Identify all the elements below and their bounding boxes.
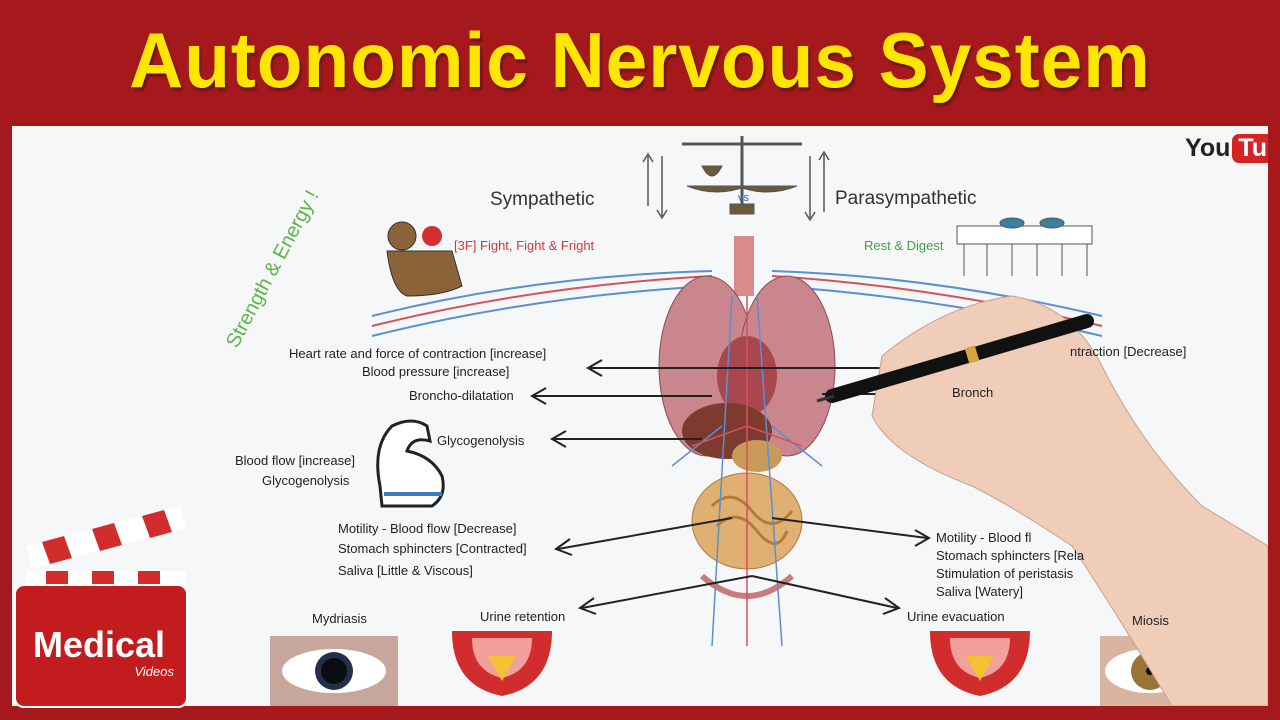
- dinner-table-icon: [956, 217, 1093, 276]
- logo-box: [14, 584, 188, 708]
- youtube-logo-tube: Tube: [1232, 134, 1268, 163]
- muscle-effect-left-2: Glycogenolysis: [262, 473, 350, 488]
- dilated-eye-image: [270, 636, 398, 706]
- gut-effect-right-1: Motility - Blood fl: [936, 530, 1032, 545]
- bronchi-effect-left: Broncho-dilatation: [409, 388, 514, 403]
- logo-sub-text: Videos: [134, 664, 174, 679]
- gut-effect-right-2: Stomach sphincters [Rela: [936, 548, 1085, 563]
- parasympathetic-label: Parasympathetic: [835, 188, 977, 209]
- gut-effect-left-3: Saliva [Little & Viscous]: [338, 563, 473, 578]
- bladder-effect-right: Urine evacuation: [907, 609, 1005, 624]
- eye-effect-left: Mydriasis: [312, 611, 367, 626]
- bronchi-effect-right: Bronch: [952, 385, 994, 400]
- heart-effect-left-2: Blood pressure [increase]: [362, 364, 510, 379]
- eye-effect-right: Miosis: [1132, 613, 1169, 628]
- page-title: Autonomic Nervous System: [129, 15, 1151, 104]
- gut-effect-left-2: Stomach sphincters [Contracted]: [338, 541, 527, 556]
- heart-effect-right: ntraction [Decrease]: [1070, 344, 1187, 359]
- heart-effect-left-1: Heart rate and force of contraction [inc…: [289, 346, 547, 361]
- bladder-effect-left: Urine retention: [480, 609, 566, 624]
- muscle-effect-left-1: Blood flow [increase]: [235, 453, 355, 468]
- diagram-board: You Tube Sympathetic [3F] Fight, Fight &…: [12, 126, 1268, 706]
- arrows-up-down-icon: [642, 150, 830, 222]
- gut-effect-left-1: Motility - Blood flow [Decrease]: [338, 521, 517, 536]
- logo-main-text: Medical: [32, 624, 166, 665]
- boxer-icon: [386, 221, 463, 297]
- balance-scale-icon: [682, 136, 802, 215]
- youtube-logo-you: You: [1185, 134, 1231, 162]
- gut-effect-right-4: Saliva [Watery]: [936, 584, 1023, 599]
- sympathetic-tagline: [3F] Fight, Fight & Fright: [454, 238, 595, 253]
- medical-videos-logo: Medical Videos: [14, 506, 188, 708]
- bladder-relaxed-icon: [930, 631, 1030, 696]
- organs-illustration: [658, 236, 836, 647]
- sympathetic-label: Sympathetic: [490, 189, 595, 210]
- hand-with-pen-image: [816, 295, 1268, 706]
- youtube-logo: You Tube: [1185, 134, 1268, 163]
- bladder-contracted-icon: [452, 631, 552, 696]
- parasympathetic-tagline: Rest & Digest: [864, 238, 944, 253]
- balance-vs-text: vs: [738, 192, 749, 204]
- anatomy-illustration: [26, 136, 1268, 706]
- gut-effect-right-3: Stimulation of peristasis: [936, 566, 1074, 581]
- flexed-arm-icon: [376, 419, 445, 508]
- left-effect-arrows: [529, 359, 892, 615]
- liver-effect-left: Glycogenolysis: [437, 433, 525, 448]
